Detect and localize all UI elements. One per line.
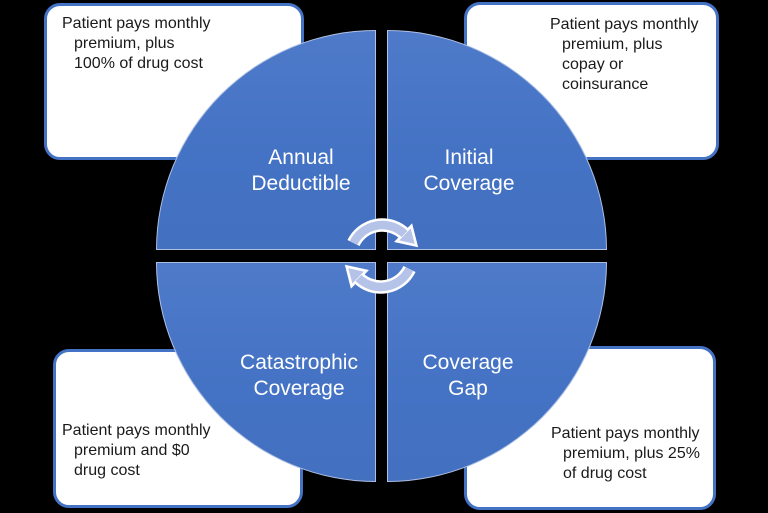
cycle-arrows-icon [344, 218, 419, 294]
quadrant-label-initial-coverage: Initial Coverage [423, 146, 515, 195]
note-line: Patient pays monthly [550, 16, 699, 33]
note-line: Patient pays monthly [62, 15, 211, 32]
note-line: premium, plus [562, 36, 663, 53]
quadrant-label-catastrophic-coverage: Catastrophic Coverage [240, 351, 358, 400]
cycle-arrow-bottom [348, 266, 414, 292]
note-line: premium and $0 [74, 442, 190, 459]
note-line: coinsurance [562, 76, 649, 93]
quadrant-label-annual-deductible: Annual Deductible [251, 146, 351, 195]
note-line: copay or [562, 56, 624, 73]
note-line: 100% of drug cost [74, 55, 203, 72]
note-line: Patient pays monthly [551, 425, 700, 442]
note-line: premium, plus [74, 35, 175, 52]
note-line: of drug cost [563, 465, 647, 482]
note-line: premium, plus 25% [563, 445, 700, 462]
note-line: Patient pays monthly [62, 422, 211, 439]
quadrant-label-coverage-gap: Coverage Gap [422, 351, 514, 400]
cycle-arrow-top [349, 220, 415, 246]
note-line: drug cost [74, 462, 140, 479]
